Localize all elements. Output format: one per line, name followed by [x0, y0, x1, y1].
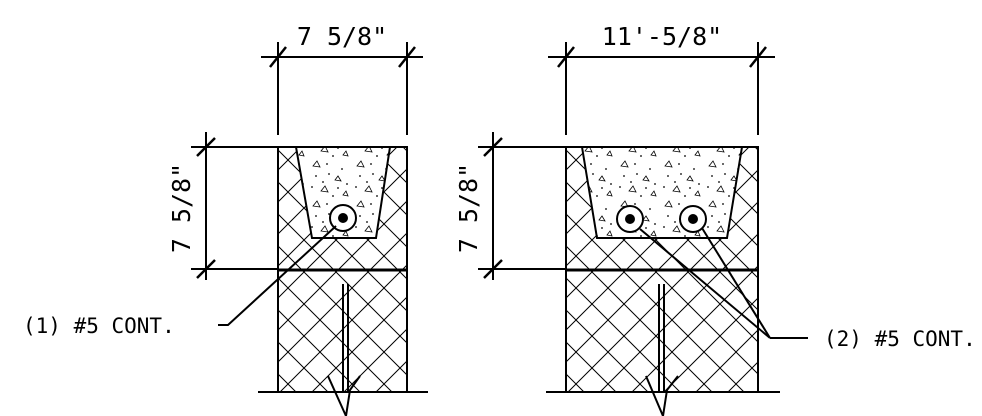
right-width-dim-text: 11'-5/8"	[602, 22, 722, 51]
left-lower-block	[258, 268, 428, 416]
left-height-dimension: 7 5/8"	[167, 132, 277, 280]
left-rebar-note: (1) #5 CONT.	[23, 314, 175, 338]
left-bond-beam-block	[277, 146, 408, 271]
left-break-line-icon	[327, 375, 361, 416]
left-width-dimension: 7 5/8"	[261, 22, 423, 135]
right-break-line-icon	[645, 375, 679, 416]
left-detail: 7 5/8" 7 5/8"	[23, 22, 428, 416]
right-bond-beam-block	[565, 146, 759, 271]
right-rebar-note: (2) #5 CONT.	[824, 327, 976, 351]
right-height-dim-text: 7 5/8"	[454, 163, 483, 253]
left-width-dim-text: 7 5/8"	[297, 22, 387, 51]
right-height-dimension: 7 5/8"	[454, 132, 565, 280]
right-detail: 11'-5/8" 7 5/8"	[454, 22, 976, 416]
left-height-dim-text: 7 5/8"	[167, 163, 196, 253]
right-lower-block	[546, 268, 780, 416]
right-width-dimension: 11'-5/8"	[548, 22, 775, 135]
